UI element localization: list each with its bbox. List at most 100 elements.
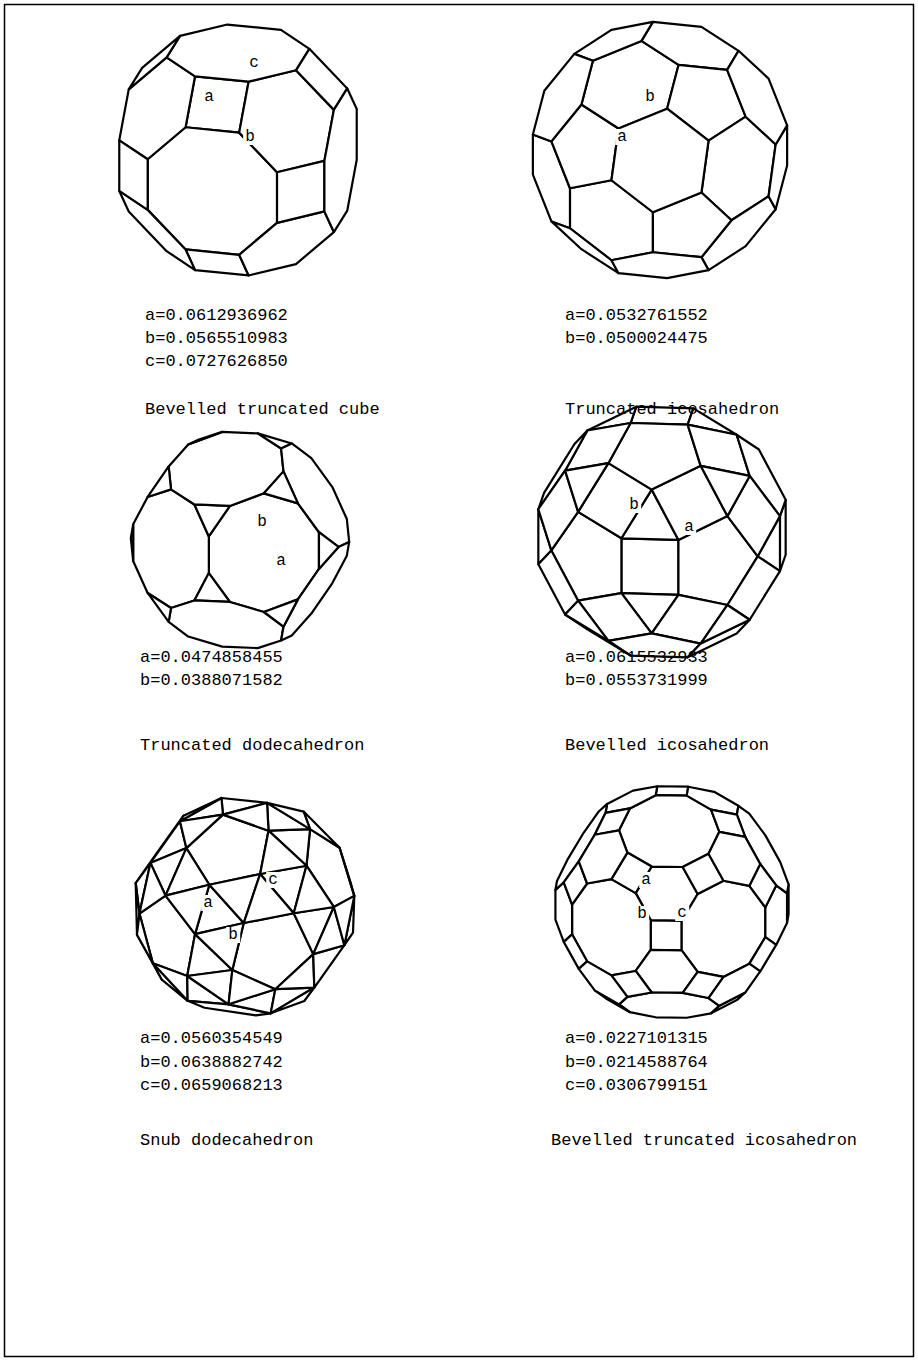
edge-length-value: b=0.0214588764 — [565, 1053, 708, 1073]
polyhedron-drawing — [119, 25, 356, 276]
polyhedron-face — [260, 831, 306, 874]
polyhedron-face — [119, 191, 195, 270]
polyhedron-face — [229, 970, 276, 1004]
polyhedron-face — [267, 803, 310, 831]
polyhedron-name: Bevelled truncated cube — [145, 400, 380, 420]
edge-length-value: a=0.0615532933 — [565, 648, 708, 668]
polyhedron-face — [271, 988, 315, 1014]
polyhedron-face — [281, 542, 349, 641]
polyhedron-face — [188, 432, 222, 445]
edge-length-value: a=0.0532761552 — [565, 306, 708, 326]
polyhedron-face — [538, 550, 578, 614]
edge-letter: b — [635, 906, 649, 922]
polyhedron-face — [167, 25, 310, 82]
polyhedron-face — [688, 425, 750, 476]
polyhedron-face — [709, 832, 761, 886]
polyhedron-name: Bevelled truncated icosahedron — [551, 1131, 857, 1151]
polyhedron-face — [565, 463, 608, 512]
polyhedron-face — [709, 964, 761, 1006]
polyhedron-face — [621, 538, 678, 595]
edge-length-value: a=0.0560354549 — [140, 1029, 283, 1049]
polyhedron-face — [294, 866, 334, 914]
edge-letter: c — [247, 55, 261, 71]
polyhedron-face — [651, 920, 682, 950]
edge-letter: b — [255, 514, 269, 530]
polyhedron-face — [194, 573, 229, 602]
polyhedron-face — [194, 504, 229, 536]
edge-letter: b — [243, 129, 257, 145]
polyhedron-face — [267, 803, 310, 829]
polyhedron-face — [579, 830, 628, 883]
edge-letter: a — [639, 872, 653, 888]
polyhedron-face — [701, 466, 750, 516]
polyhedron-face — [277, 161, 324, 223]
edge-length-value: a=0.0612936962 — [145, 306, 288, 326]
polyhedron-face — [727, 51, 787, 145]
edge-length-value: b=0.0388071582 — [140, 671, 283, 691]
polyhedron-name: Truncated icosahedron — [565, 400, 779, 420]
edge-length-value: a=0.0474858455 — [140, 648, 283, 668]
polyhedron-face — [264, 599, 298, 626]
polyhedron-face — [701, 605, 750, 644]
polyhedron-face — [324, 88, 356, 232]
edge-length-value: c=0.0659068213 — [140, 1076, 283, 1096]
edge-letter: c — [266, 872, 280, 888]
polyhedron-face — [579, 961, 628, 1004]
polyhedron-face — [186, 76, 249, 132]
polyhedron-face — [137, 914, 153, 964]
polyhedron-face — [275, 954, 314, 989]
polyhedron-face — [187, 970, 232, 1004]
edge-length-value: c=0.0306799151 — [565, 1076, 708, 1096]
polyhedron-face — [169, 600, 284, 648]
edge-length-value: b=0.0553731999 — [565, 671, 708, 691]
polyhedron-face — [551, 221, 618, 273]
polyhedron-face — [148, 466, 171, 496]
polyhedron-face — [131, 524, 133, 561]
polyhedron-face — [264, 471, 298, 503]
polyhedron-face — [334, 896, 354, 945]
edge-letter: b — [627, 497, 641, 513]
edge-length-value: c=0.0727626850 — [145, 352, 288, 372]
polyhedron-drawing — [533, 22, 787, 278]
edge-letter: a — [202, 89, 216, 105]
edge-length-value: b=0.0638882742 — [140, 1053, 283, 1073]
polyhedron-drawing — [136, 798, 355, 1015]
edge-letter: a — [201, 895, 215, 911]
polyhedron-face — [223, 803, 269, 831]
edge-letter: a — [274, 553, 288, 569]
polyhedron-face — [180, 815, 223, 848]
edge-letter: c — [675, 905, 689, 921]
polyhedron-drawing — [131, 432, 349, 648]
polyhedron-face — [153, 963, 188, 1001]
polyhedron-face — [271, 988, 315, 1014]
polyhedron-face — [533, 54, 593, 142]
polyhedron-face — [565, 601, 608, 641]
polyhedron-name: Bevelled icosahedron — [565, 736, 769, 756]
edge-letter: a — [615, 129, 629, 145]
edge-letter: b — [226, 927, 240, 943]
edge-letter: a — [682, 519, 696, 535]
polyhedra-group — [119, 22, 788, 1018]
polyhedron-face — [641, 22, 738, 70]
polyhedron-drawing — [555, 786, 788, 1017]
polyhedron-face — [139, 863, 165, 914]
edge-letter: b — [643, 89, 657, 105]
edge-length-value: b=0.0500024475 — [565, 329, 708, 349]
polyhedron-face — [129, 36, 180, 89]
edge-length-value: b=0.0565510983 — [145, 329, 288, 349]
polyhedron-face — [186, 249, 249, 275]
edge-length-value: a=0.0227101315 — [565, 1029, 708, 1049]
figure-frame — [5, 5, 914, 1357]
polyhedron-face — [119, 140, 147, 210]
polyhedron-face — [606, 786, 658, 813]
polyhedron-name: Snub dodecahedron — [140, 1131, 313, 1151]
polyhedron-face — [574, 22, 653, 61]
polyhedron-face — [340, 848, 355, 896]
polyhedron-face — [148, 593, 171, 622]
polyhedron-face — [119, 57, 195, 159]
polyhedron-face — [611, 252, 708, 278]
polyhedron-face — [195, 923, 244, 970]
polyhedron-drawing — [538, 407, 785, 658]
polyhedron-face — [319, 532, 339, 569]
